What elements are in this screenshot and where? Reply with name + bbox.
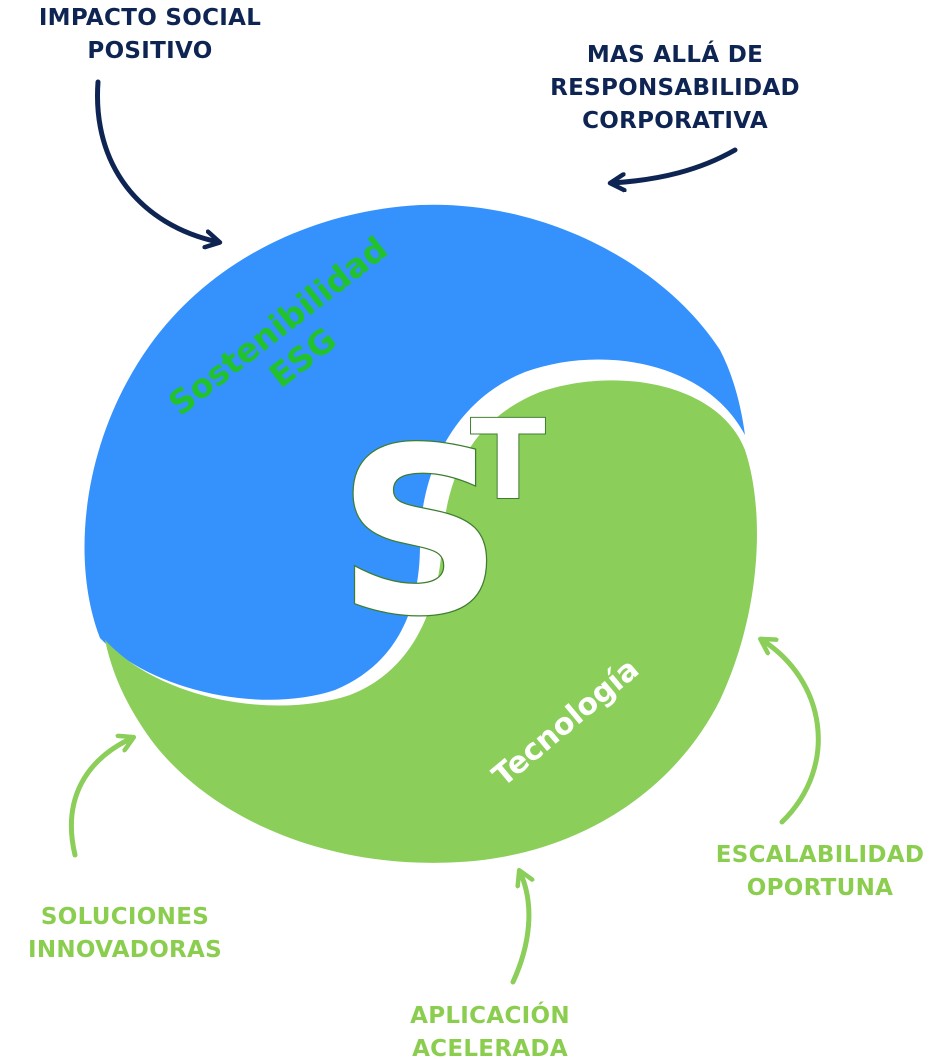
- callout-mas-alla-line2: RESPONSABILIDAD: [550, 75, 800, 101]
- callout-soluciones-line2: INNOVADORAS: [27, 937, 223, 963]
- tecnologia-segment: [105, 380, 757, 863]
- callout-mas-alla-line1: MAS ALLÁ DE: [586, 42, 764, 68]
- callout-mas-alla: MAS ALLÁ DE RESPONSABILIDAD CORPORATIVA: [530, 39, 820, 138]
- sostenibilidad-segment: [84, 204, 746, 700]
- arrow-mas-alla-icon: [612, 147, 738, 183]
- arrow-impacto-icon: [95, 79, 218, 242]
- arrow-escalabilidad-icon: [762, 640, 821, 825]
- callout-impacto-social: IMPACTO SOCIAL POSITIVO: [10, 2, 290, 68]
- callout-soluciones: SOLUCIONES INNOVADORAS: [0, 901, 250, 967]
- callout-escalabilidad: ESCALABILIDAD OPORTUNA: [695, 839, 935, 905]
- callout-aplicacion-line1: APLICACIÓN: [410, 1003, 570, 1029]
- center-t-superscript: T: [470, 396, 545, 524]
- callout-aplicacion-line2: ACELERADA: [412, 1036, 568, 1059]
- callout-impacto-line1: IMPACTO SOCIAL: [38, 5, 262, 31]
- center-s-letter: S: [337, 400, 503, 667]
- callout-escalabilidad-line2: OPORTUNA: [746, 875, 894, 901]
- callout-soluciones-line1: SOLUCIONES: [40, 904, 210, 930]
- callout-aplicacion: APLICACIÓN ACELERADA: [365, 1000, 615, 1059]
- callout-impacto-line2: POSITIVO: [87, 38, 213, 64]
- arrow-aplicacion-icon: [510, 872, 529, 985]
- callout-mas-alla-line3: CORPORATIVA: [582, 108, 768, 134]
- callout-escalabilidad-line1: ESCALABILIDAD: [715, 842, 925, 868]
- arrow-soluciones-icon: [69, 738, 132, 858]
